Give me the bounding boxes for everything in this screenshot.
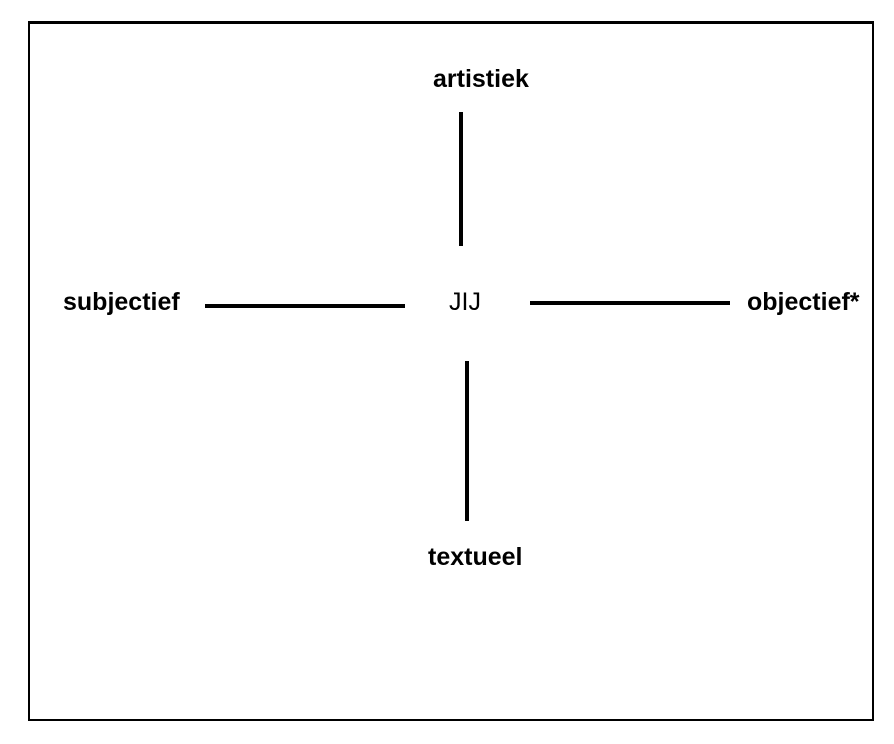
center-label-jij: JIJ: [449, 288, 481, 316]
axis-label-objectief: objectief*: [747, 288, 860, 316]
axis-line-left: [205, 304, 405, 308]
axis-label-textueel: textueel: [428, 543, 523, 571]
axis-line-right: [530, 301, 730, 305]
axis-label-artistiek: artistiek: [433, 65, 529, 93]
axis-label-subjectief: subjectief: [63, 288, 180, 316]
diagram-frame: artistiek subjectief JIJ objectief* text…: [28, 21, 874, 721]
axis-line-top: [459, 112, 463, 246]
axis-line-bottom: [465, 361, 469, 521]
